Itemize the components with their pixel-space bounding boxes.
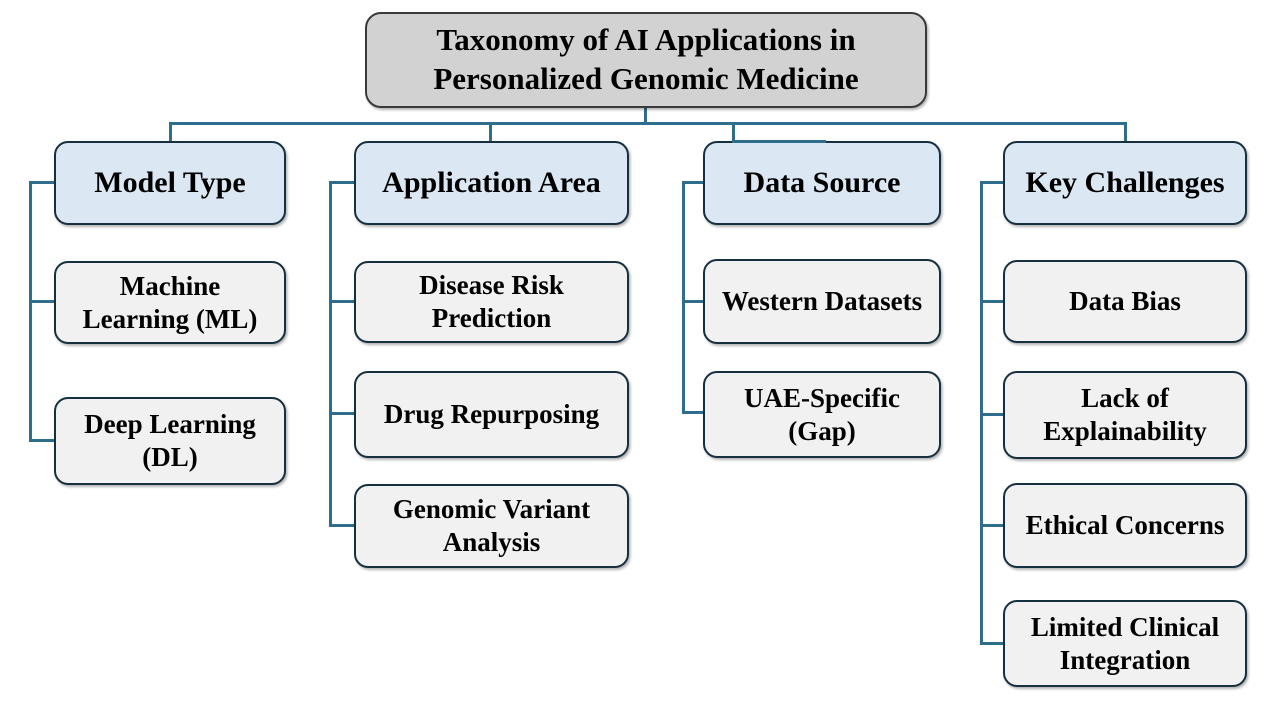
deep-learning-label: Deep Learning (DL) xyxy=(84,409,256,472)
node-limited-clinical-integration: Limited Clinical Integration xyxy=(1003,600,1247,687)
connector-top-rail xyxy=(169,122,1127,125)
data-bias-label: Data Bias xyxy=(1069,286,1181,317)
connector-deep-learning xyxy=(29,439,56,442)
application-area-label: Application Area xyxy=(382,165,601,199)
connector-uae-specific xyxy=(682,411,705,414)
connector-stub-key-challenges xyxy=(1124,122,1127,142)
western-datasets-label: Western Datasets xyxy=(721,286,923,317)
connector-ethical-concerns xyxy=(980,524,1005,527)
connector-data-bias xyxy=(980,300,1005,303)
node-machine-learning: Machine Learning (ML) xyxy=(54,261,286,344)
ethical-concerns-label: Ethical Concerns xyxy=(1025,510,1225,541)
node-key-challenges: Key Challenges xyxy=(1003,141,1247,225)
connector-drug-repurposing xyxy=(329,412,356,415)
connector-stub-model-type xyxy=(169,122,172,142)
node-lack-of-explainability: Lack of Explainability xyxy=(1003,371,1247,459)
node-deep-learning: Deep Learning (DL) xyxy=(54,397,286,485)
node-western-datasets: Western Datasets xyxy=(703,259,941,344)
machine-learning-label: Machine Learning (ML) xyxy=(82,270,258,334)
model-type-label: Model Type xyxy=(94,165,246,199)
connector-rail-model-type xyxy=(29,181,32,442)
limited-clinical-integration-label: Limited Clinical Integration xyxy=(1030,611,1220,675)
connector-disease-risk xyxy=(329,300,356,303)
lack-of-explainability-label: Lack of Explainability xyxy=(1043,383,1207,446)
node-disease-risk-prediction: Disease Risk Prediction xyxy=(354,261,629,343)
connector-title-stub xyxy=(644,106,647,124)
connector-western-datasets xyxy=(682,300,705,303)
connector-lack-explainability xyxy=(980,413,1005,416)
connector-application-area-header xyxy=(329,181,356,184)
title-label: Taxonomy of AI Applications in Personali… xyxy=(433,22,859,96)
node-data-source: Data Source xyxy=(703,141,941,225)
disease-risk-prediction-label: Disease Risk Prediction xyxy=(419,270,564,333)
key-challenges-label: Key Challenges xyxy=(1025,165,1225,199)
node-title: Taxonomy of AI Applications in Personali… xyxy=(365,12,927,108)
uae-specific-gap-label: UAE-Specific (Gap) xyxy=(744,382,900,446)
connector-key-challenges-header xyxy=(980,181,1005,184)
connector-data-source-header xyxy=(682,181,705,184)
connector-rail-data-source xyxy=(682,181,685,414)
genomic-variant-analysis-label: Genomic Variant Analysis xyxy=(392,494,591,557)
node-application-area: Application Area xyxy=(354,141,629,225)
node-model-type: Model Type xyxy=(54,141,286,225)
connector-genomic-variant xyxy=(329,524,356,527)
connector-rail-application-area xyxy=(329,181,332,527)
connector-machine-learning xyxy=(29,300,56,303)
connector-model-type-header xyxy=(29,181,56,184)
data-source-label: Data Source xyxy=(743,165,901,199)
connector-stub-application-area xyxy=(489,122,492,142)
connector-stub-data-source xyxy=(732,122,735,142)
drug-repurposing-label: Drug Repurposing xyxy=(383,399,600,430)
node-data-bias: Data Bias xyxy=(1003,260,1247,343)
node-genomic-variant-analysis: Genomic Variant Analysis xyxy=(354,484,629,568)
node-drug-repurposing: Drug Repurposing xyxy=(354,371,629,458)
connector-data-source-top-overlap xyxy=(732,140,826,143)
node-ethical-concerns: Ethical Concerns xyxy=(1003,483,1247,568)
node-uae-specific-gap: UAE-Specific (Gap) xyxy=(703,371,941,458)
connector-limited-clinical xyxy=(980,642,1005,645)
